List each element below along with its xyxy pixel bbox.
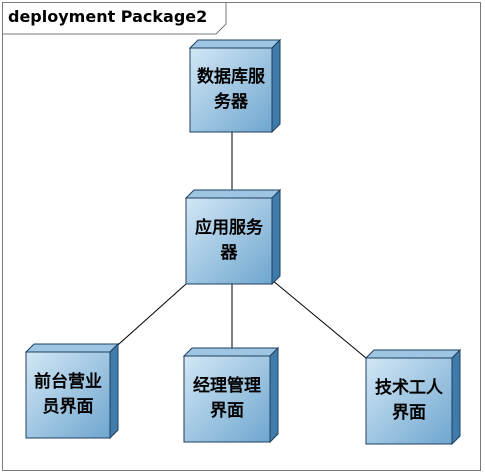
node-top-face	[184, 189, 282, 199]
node-side-face	[109, 342, 119, 440]
node-label-db: 数据库服 务器	[197, 67, 265, 112]
node-front-face	[185, 197, 273, 285]
node-side-face	[269, 346, 279, 444]
nodes	[24, 38, 462, 446]
node-tech[interactable]	[364, 348, 462, 446]
connector-app-front	[109, 283, 187, 353]
node-front-face	[25, 351, 111, 439]
node-top-face	[24, 343, 120, 353]
frame-tab-outline	[2, 2, 227, 35]
node-app[interactable]	[184, 188, 282, 286]
node-label-app: 应用服务 器	[195, 218, 263, 263]
node-side-face	[271, 38, 281, 134]
node-label-manager: 经理管理 界面	[193, 376, 261, 421]
node-db[interactable]	[188, 38, 282, 134]
node-label-front: 前台营业 员界面	[34, 372, 102, 417]
node-label-tech: 技术工人 界面	[375, 378, 443, 423]
frame-title: deployment Package2	[8, 7, 208, 26]
node-front-face	[183, 355, 271, 443]
node-top-face	[364, 349, 462, 359]
node-top-face	[182, 347, 280, 357]
node-side-face	[451, 348, 461, 446]
node-front[interactable]	[24, 342, 120, 440]
node-front-face	[189, 47, 273, 133]
connections	[109, 132, 367, 359]
node-manager[interactable]	[182, 346, 280, 444]
connector-app-tech	[271, 279, 367, 359]
node-front-face	[365, 357, 453, 445]
node-top-face	[188, 39, 282, 49]
node-side-face	[271, 188, 281, 286]
